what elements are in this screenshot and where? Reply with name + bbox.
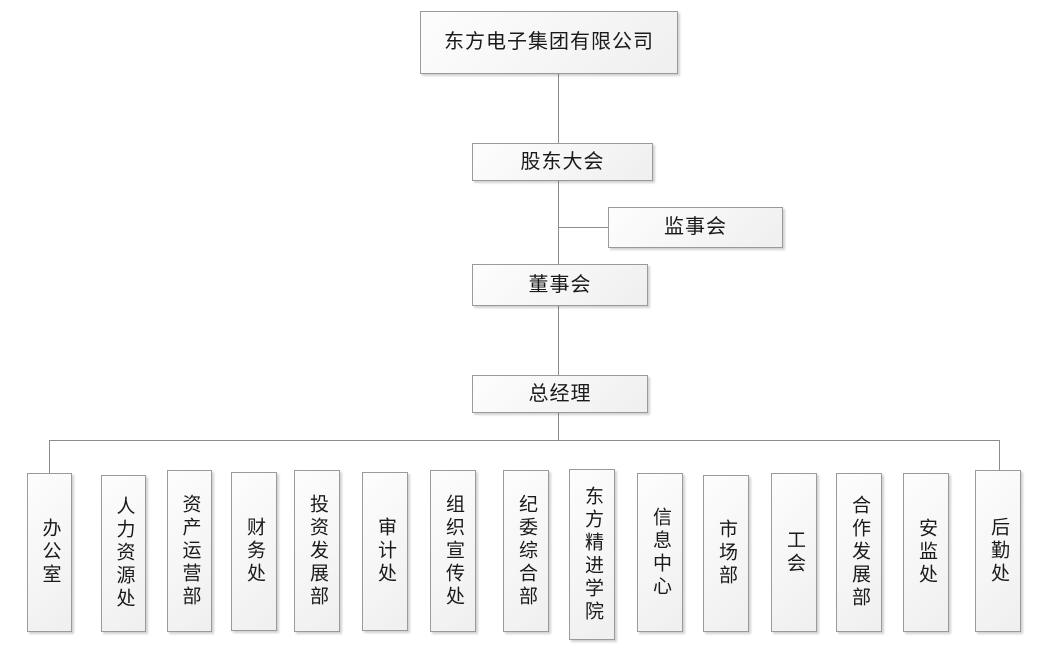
node-company[interactable]: 东方电子集团有限公司 <box>420 11 678 74</box>
department-box-14[interactable]: 安监处 <box>903 473 949 632</box>
node-board-of-directors[interactable]: 董事会 <box>472 264 648 306</box>
node-shareholders-meeting[interactable]: 股东大会 <box>472 143 653 181</box>
department-box-13[interactable]: 合作发展部 <box>836 473 882 632</box>
connector-to-supervisory-board <box>558 227 609 228</box>
connector-board-to-manager <box>558 305 559 375</box>
department-box-9[interactable]: 东方精进学院 <box>569 469 615 640</box>
connector-bus-to-last-department <box>999 440 1000 473</box>
department-box-6[interactable]: 审计处 <box>362 472 408 631</box>
department-box-2[interactable]: 人力资源处 <box>101 475 146 632</box>
node-general-manager[interactable]: 总经理 <box>472 375 648 413</box>
department-box-10[interactable]: 信息中心 <box>637 473 683 632</box>
department-box-15[interactable]: 后勤处 <box>975 470 1021 632</box>
department-box-12[interactable]: 工会 <box>771 473 817 632</box>
connector-manager-to-bus <box>558 412 559 440</box>
department-box-7[interactable]: 组织宣传处 <box>430 470 476 632</box>
connector-bus-to-first-department <box>49 440 50 473</box>
department-box-1[interactable]: 办公室 <box>27 473 72 632</box>
connector-department-bus <box>49 440 999 441</box>
department-box-4[interactable]: 财务处 <box>231 472 277 631</box>
department-box-8[interactable]: 纪委综合部 <box>503 470 549 632</box>
department-box-3[interactable]: 资产运营部 <box>167 470 212 632</box>
connector-shareholders-trunk <box>558 180 559 264</box>
connector-company-to-shareholders <box>558 74 559 143</box>
node-supervisory-board[interactable]: 监事会 <box>608 207 783 248</box>
department-box-5[interactable]: 投资发展部 <box>294 470 340 632</box>
department-box-11[interactable]: 市场部 <box>703 475 749 632</box>
